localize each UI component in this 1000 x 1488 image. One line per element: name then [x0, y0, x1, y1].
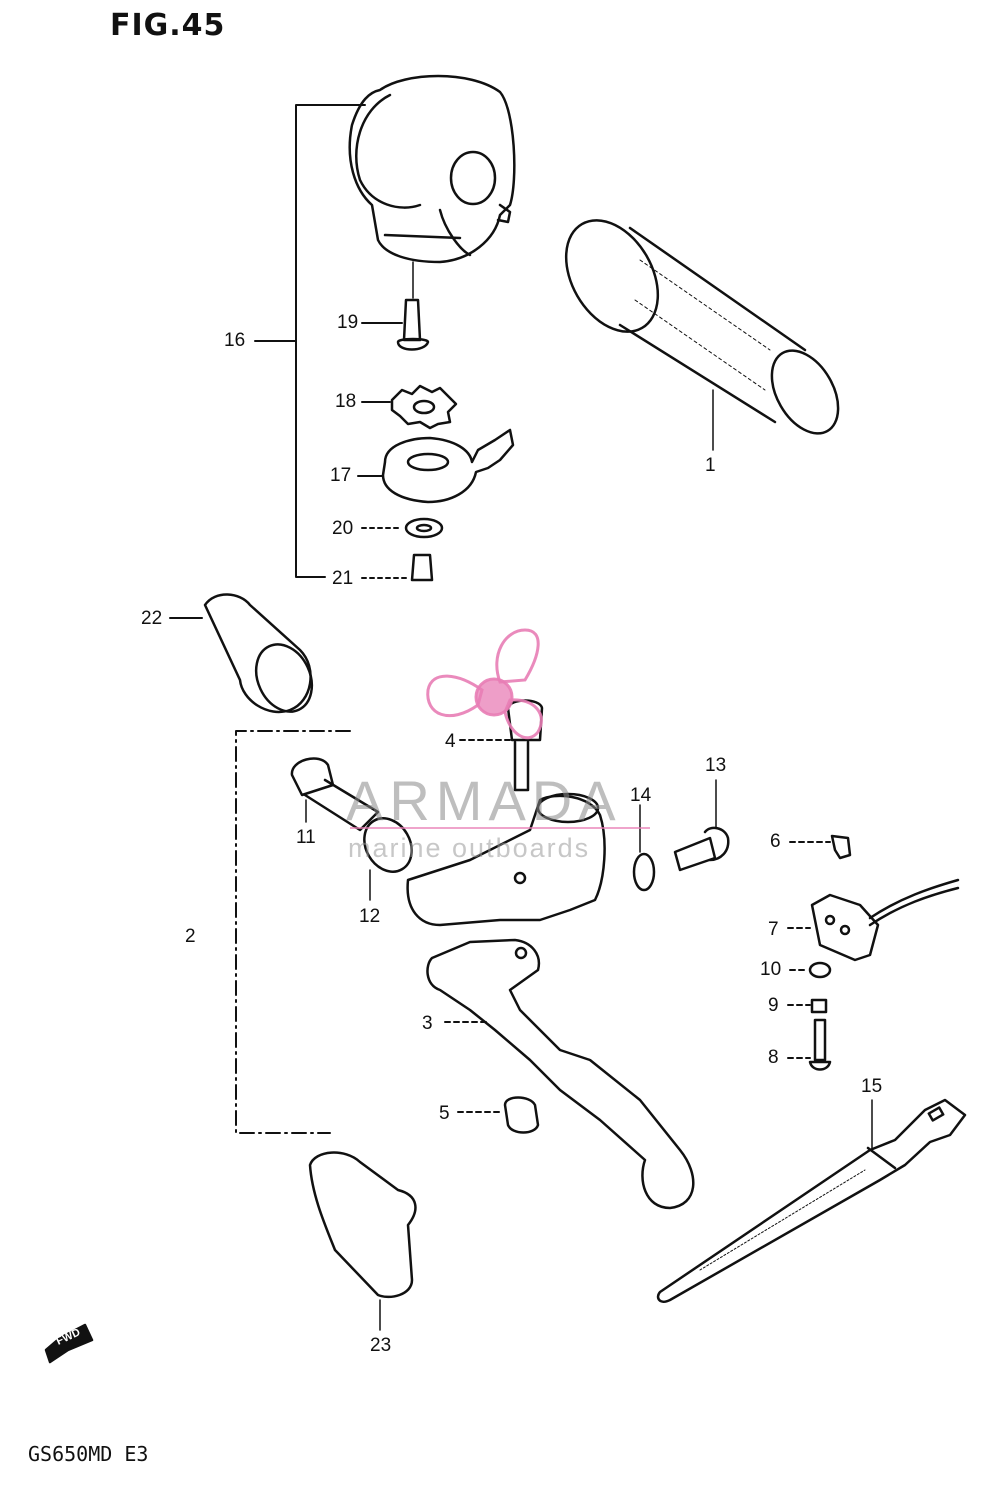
collar-12 — [363, 817, 413, 901]
watermark-title: ARMADA — [346, 769, 622, 832]
callout-9: 9 — [768, 995, 779, 1016]
bolt-13 — [673, 779, 730, 872]
bracket-16 — [254, 104, 366, 578]
callout-1: 1 — [705, 455, 716, 476]
cover-22 — [169, 593, 314, 713]
callout-12: 12 — [359, 906, 381, 927]
callout-20: 20 — [332, 518, 354, 539]
nut-5 — [457, 1096, 540, 1134]
callout-17: 17 — [330, 465, 352, 486]
callout-3: 3 — [422, 1013, 433, 1034]
callout-7: 7 — [768, 919, 779, 940]
fwd-arrow-icon — [44, 1323, 94, 1364]
callout-18: 18 — [335, 391, 357, 412]
lever-3 — [426, 938, 695, 1210]
figure-title: FIG.45 — [110, 8, 226, 43]
switch-7 — [787, 878, 960, 962]
star-washer-18 — [361, 384, 458, 430]
callout-2: 2 — [185, 926, 196, 947]
callout-4: 4 — [445, 731, 456, 752]
plate-17 — [357, 428, 515, 504]
cover-23 — [308, 1151, 417, 1331]
callout-10: 10 — [760, 959, 782, 980]
callout-14: 14 — [630, 785, 652, 806]
washer-9 — [787, 998, 828, 1014]
watermark-propeller-icon — [350, 628, 650, 829]
callout-11: 11 — [296, 827, 316, 848]
switch-housing — [348, 74, 516, 264]
callout-13: 13 — [705, 755, 727, 776]
callout-15: 15 — [861, 1076, 883, 1097]
callout-6: 6 — [770, 831, 781, 852]
callout-22: 22 — [141, 608, 163, 629]
callout-23: 23 — [370, 1335, 392, 1356]
screw-6 — [789, 834, 852, 860]
screw-8 — [787, 1018, 832, 1071]
screw-21 — [361, 553, 434, 582]
callout-8: 8 — [768, 1047, 779, 1068]
strap-15 — [656, 1098, 967, 1303]
callout-19: 19 — [337, 312, 359, 333]
washer-20 — [361, 517, 444, 539]
watermark-subtitle: marine outboards — [348, 833, 591, 863]
lever-bracket — [406, 792, 606, 927]
grip-1 — [564, 219, 840, 451]
callout-21: 21 — [332, 568, 354, 589]
callout-5: 5 — [439, 1103, 450, 1124]
bracket-2 — [235, 730, 351, 1134]
model-label: GS650MD E3 — [28, 1442, 149, 1466]
bolt-11 — [290, 757, 380, 832]
washer-10 — [789, 961, 832, 979]
screw-19 — [361, 261, 430, 351]
washer-14 — [632, 804, 656, 892]
callout-16: 16 — [224, 330, 246, 351]
